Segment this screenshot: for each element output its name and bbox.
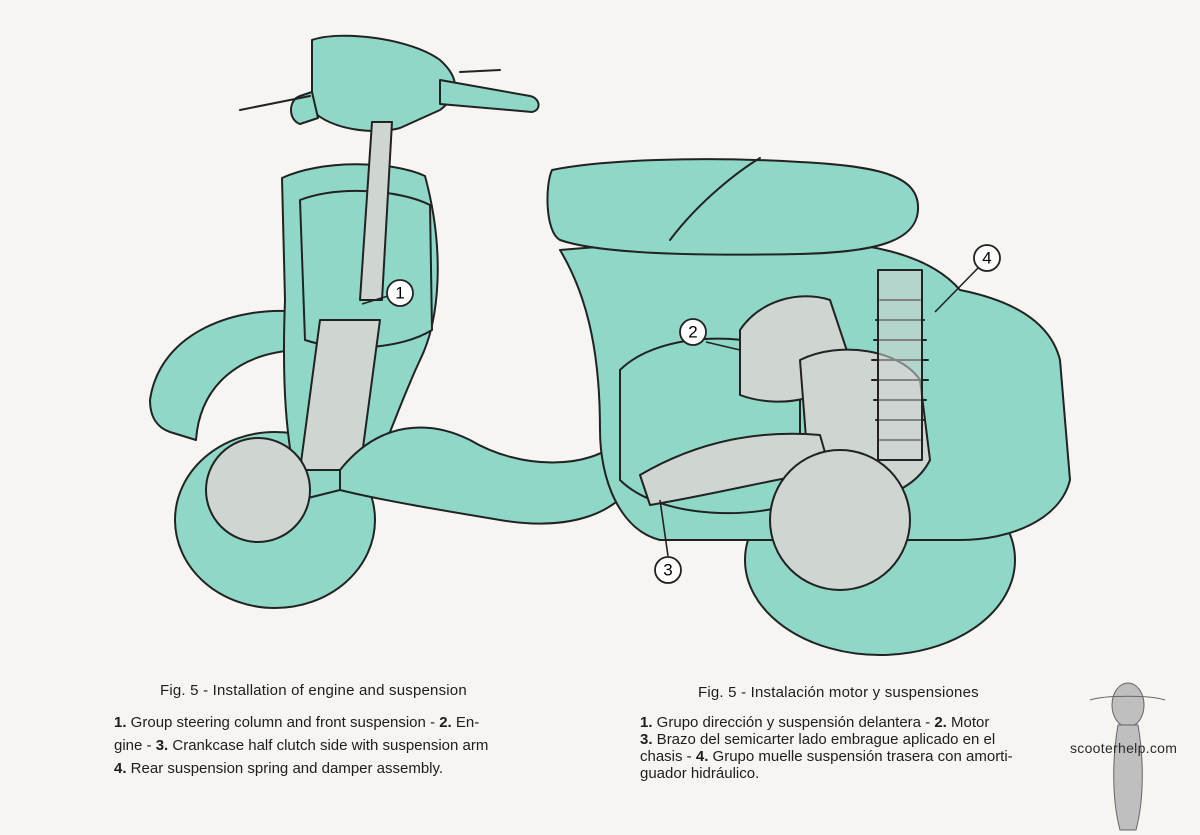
caption-es-item-text: Motor (946, 714, 990, 731)
callout-4: 4 (973, 244, 1001, 272)
caption-es-item-text: Brazo del semicarter lado embrague aplic… (652, 731, 996, 748)
caption-en-body: 1. Group steering column and front suspe… (114, 711, 614, 780)
front-hub (205, 437, 311, 543)
caption-es-item-text: guador hidráulico. (640, 765, 760, 782)
handlebar-left-grip (290, 91, 319, 125)
caption-es-title: Fig. 5 - Instalación motor y suspensione… (698, 684, 979, 701)
callout-2-leader (705, 341, 741, 351)
callout-3: 3 (654, 556, 682, 584)
callout-3-leader (659, 499, 669, 557)
caption-en-item-number: 4. (114, 760, 127, 777)
callout-1-label: 1 (395, 284, 404, 303)
caption-es-line: 3. Brazo del semicarter lado embrague ap… (640, 731, 1115, 748)
watermark-text: scooterhelp.com (1070, 740, 1178, 756)
caption-en-item-text: gine - (114, 737, 156, 754)
caption-es-item-text: Grupo dirección y suspensión delantera - (652, 714, 935, 731)
handlebar-headset (311, 34, 456, 132)
caption-es-line: 1. Grupo dirección y suspensión delanter… (640, 714, 1115, 731)
caption-en-line: 1. Group steering column and front suspe… (114, 711, 614, 734)
caption-es-item-text: chasis - (640, 748, 696, 765)
caption-es-item-text: Grupo muelle suspensión trasera con amor… (708, 748, 1013, 765)
caption-en-item-text: En- (451, 714, 480, 731)
callout-2: 2 (679, 318, 707, 346)
caption-es-item-number: 3. (640, 731, 653, 748)
callout-1-leader (361, 295, 389, 305)
caption-es-item-number: 1. (640, 714, 653, 731)
seat (546, 158, 920, 256)
caption-es-item-number: 2. (934, 714, 947, 731)
caption-es-item-number: 4. (695, 748, 709, 765)
caption-es-body: 1. Grupo dirección y suspensión delanter… (640, 714, 1115, 782)
steering-column (359, 121, 393, 301)
brake-lever (239, 69, 501, 111)
caption-en-item-number: 2. (439, 714, 452, 731)
watermark-logo (1089, 682, 1166, 831)
caption-en-item-number: 3. (155, 737, 169, 754)
flywheel-cover (769, 449, 911, 591)
caption-en-line: 4. Rear suspension spring and damper ass… (114, 757, 614, 780)
caption-en-item-number: 1. (114, 714, 127, 731)
callout-3-label: 3 (663, 561, 672, 580)
front-fender (149, 309, 301, 441)
caption-en-title: Fig. 5 - Installation of engine and susp… (160, 682, 467, 699)
callout-4-label: 4 (982, 249, 991, 268)
seat-strap (669, 157, 761, 241)
callout-2-label: 2 (688, 323, 697, 342)
callout-4-leader (934, 267, 979, 313)
caption-en-item-text: Group steering column and front suspensi… (126, 714, 440, 731)
rear-shock-body (877, 269, 923, 461)
caption-es-line: chasis - 4. Grupo muelle suspensión tras… (640, 748, 1115, 765)
floorboard (339, 426, 641, 525)
caption-en-item-text: Rear suspension spring and damper assemb… (126, 760, 444, 777)
callout-1: 1 (386, 279, 414, 307)
caption-en-item-text: Crankcase half clutch side with suspensi… (168, 737, 489, 754)
handlebar-right-grip (439, 79, 540, 113)
caption-en-line: gine - 3. Crankcase half clutch side wit… (114, 734, 614, 757)
caption-es-line: guador hidráulico. (640, 765, 1115, 782)
